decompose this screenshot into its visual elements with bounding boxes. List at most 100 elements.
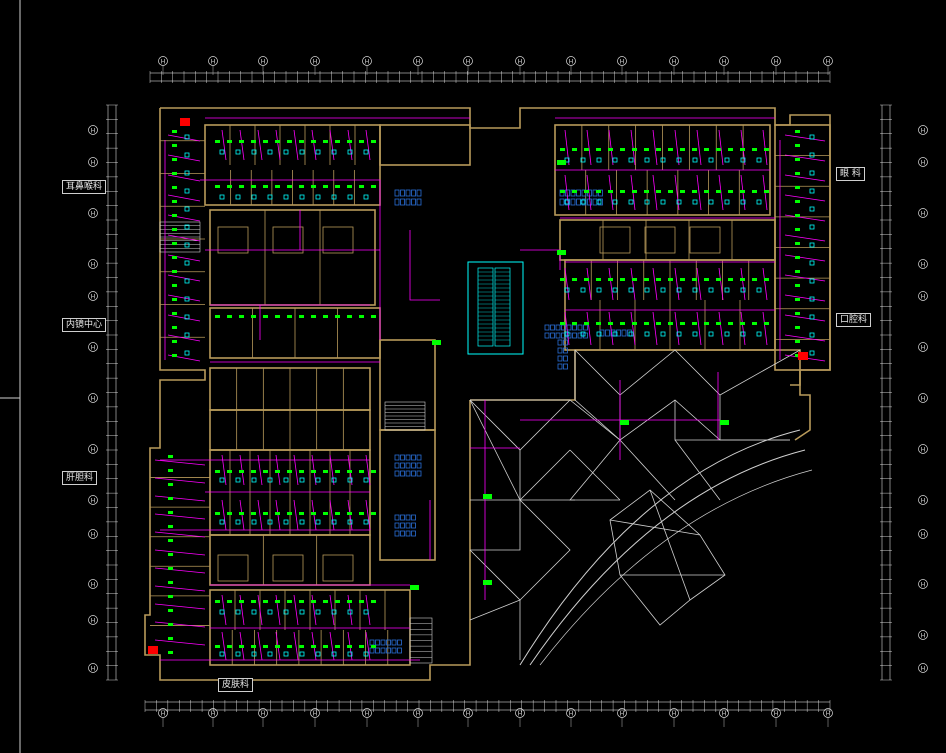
waiting-seat xyxy=(557,339,563,346)
wire-run xyxy=(257,631,263,661)
axis-bubble xyxy=(771,56,781,66)
light-fixture xyxy=(331,519,337,525)
electrical-device xyxy=(560,190,565,193)
electrical-device xyxy=(172,158,177,161)
axis-label: H xyxy=(722,59,727,66)
electrical-device xyxy=(263,645,268,648)
wire-run xyxy=(674,267,680,301)
light-fixture xyxy=(596,199,602,205)
axis-bubble xyxy=(88,579,98,589)
axis-label: H xyxy=(921,345,926,352)
wire-run xyxy=(564,129,570,166)
light-fixture xyxy=(251,477,257,483)
axis-label: H xyxy=(569,59,574,66)
electrical-device xyxy=(795,298,800,301)
electrical-device xyxy=(620,322,625,325)
waiting-seat xyxy=(405,530,411,537)
electrical-device xyxy=(239,645,244,648)
electrical-device xyxy=(752,148,757,151)
dimension-line-right xyxy=(880,104,892,681)
waiting-seat xyxy=(394,454,400,461)
light-fixture xyxy=(809,350,815,356)
electrical-device xyxy=(584,148,589,151)
light-fixture xyxy=(628,287,634,293)
electrical-device xyxy=(323,470,328,473)
waiting-seat xyxy=(400,198,405,206)
light-fixture xyxy=(219,194,225,200)
alarm-panel-east xyxy=(798,352,808,360)
light-fixture xyxy=(756,331,762,337)
light-fixture xyxy=(724,157,730,163)
light-fixture xyxy=(331,194,337,200)
wire-run xyxy=(784,194,826,202)
light-fixture xyxy=(724,199,730,205)
wire-run xyxy=(167,334,201,342)
light-fixture xyxy=(692,199,698,205)
electrical-device xyxy=(728,322,733,325)
electrical-device xyxy=(251,470,256,473)
room-bed xyxy=(322,226,354,254)
electrical-device xyxy=(795,312,800,315)
light-fixture xyxy=(809,242,815,248)
wire-run xyxy=(564,267,570,301)
light-fixture xyxy=(184,332,190,338)
light-fixture xyxy=(809,224,815,230)
electrical-device xyxy=(239,315,244,318)
wire-run xyxy=(293,594,299,626)
electrical-device xyxy=(172,284,177,287)
waiting-seat xyxy=(411,522,416,529)
light-fixture xyxy=(219,651,225,657)
axis-label: H xyxy=(91,618,96,625)
axis-label: H xyxy=(91,532,96,539)
electrical-device xyxy=(632,148,637,151)
axis-bubble xyxy=(515,56,525,66)
electrical-device xyxy=(668,190,673,193)
axis-label: H xyxy=(211,711,216,718)
escalator xyxy=(467,261,524,355)
electrical-device xyxy=(740,190,745,193)
electrical-device xyxy=(323,645,328,648)
waiting-seat xyxy=(599,329,605,337)
electrical-device xyxy=(596,278,601,281)
wire-run xyxy=(674,129,680,166)
electrical-device xyxy=(795,256,800,259)
electrical-device xyxy=(560,148,565,151)
light-fixture xyxy=(809,314,815,320)
waiting-seat xyxy=(621,329,627,337)
electrical-device xyxy=(287,600,292,603)
wire-run xyxy=(630,267,636,301)
electrical-device xyxy=(275,140,280,143)
light-fixture xyxy=(235,194,241,200)
wire-run xyxy=(154,513,206,520)
waiting-seat xyxy=(544,332,550,339)
dimension-line-left xyxy=(106,104,118,681)
electrical-device xyxy=(275,185,280,188)
light-fixture xyxy=(235,651,241,657)
electrical-device xyxy=(656,322,661,325)
axis-label: H xyxy=(722,711,727,718)
distribution-box xyxy=(483,580,492,585)
wire-run xyxy=(762,311,768,346)
axis-bubble xyxy=(918,663,928,673)
wire-run xyxy=(347,129,353,161)
wire-run xyxy=(762,129,768,166)
light-fixture xyxy=(184,314,190,320)
axis-bubble xyxy=(566,56,576,66)
light-fixture xyxy=(660,199,666,205)
wire-run xyxy=(167,314,201,322)
light-fixture xyxy=(331,477,337,483)
axis-label: H xyxy=(921,498,926,505)
electrical-device xyxy=(347,140,352,143)
wire-run xyxy=(586,311,592,346)
electrical-device xyxy=(311,512,316,515)
electrical-device xyxy=(795,284,800,287)
electrical-device xyxy=(795,186,800,189)
waiting-seat xyxy=(400,454,405,461)
wire-run xyxy=(608,129,614,166)
light-fixture xyxy=(267,609,273,615)
wire-run xyxy=(696,174,702,211)
light-fixture xyxy=(724,287,730,293)
light-fixture xyxy=(251,651,257,657)
axis-label: H xyxy=(672,59,677,66)
